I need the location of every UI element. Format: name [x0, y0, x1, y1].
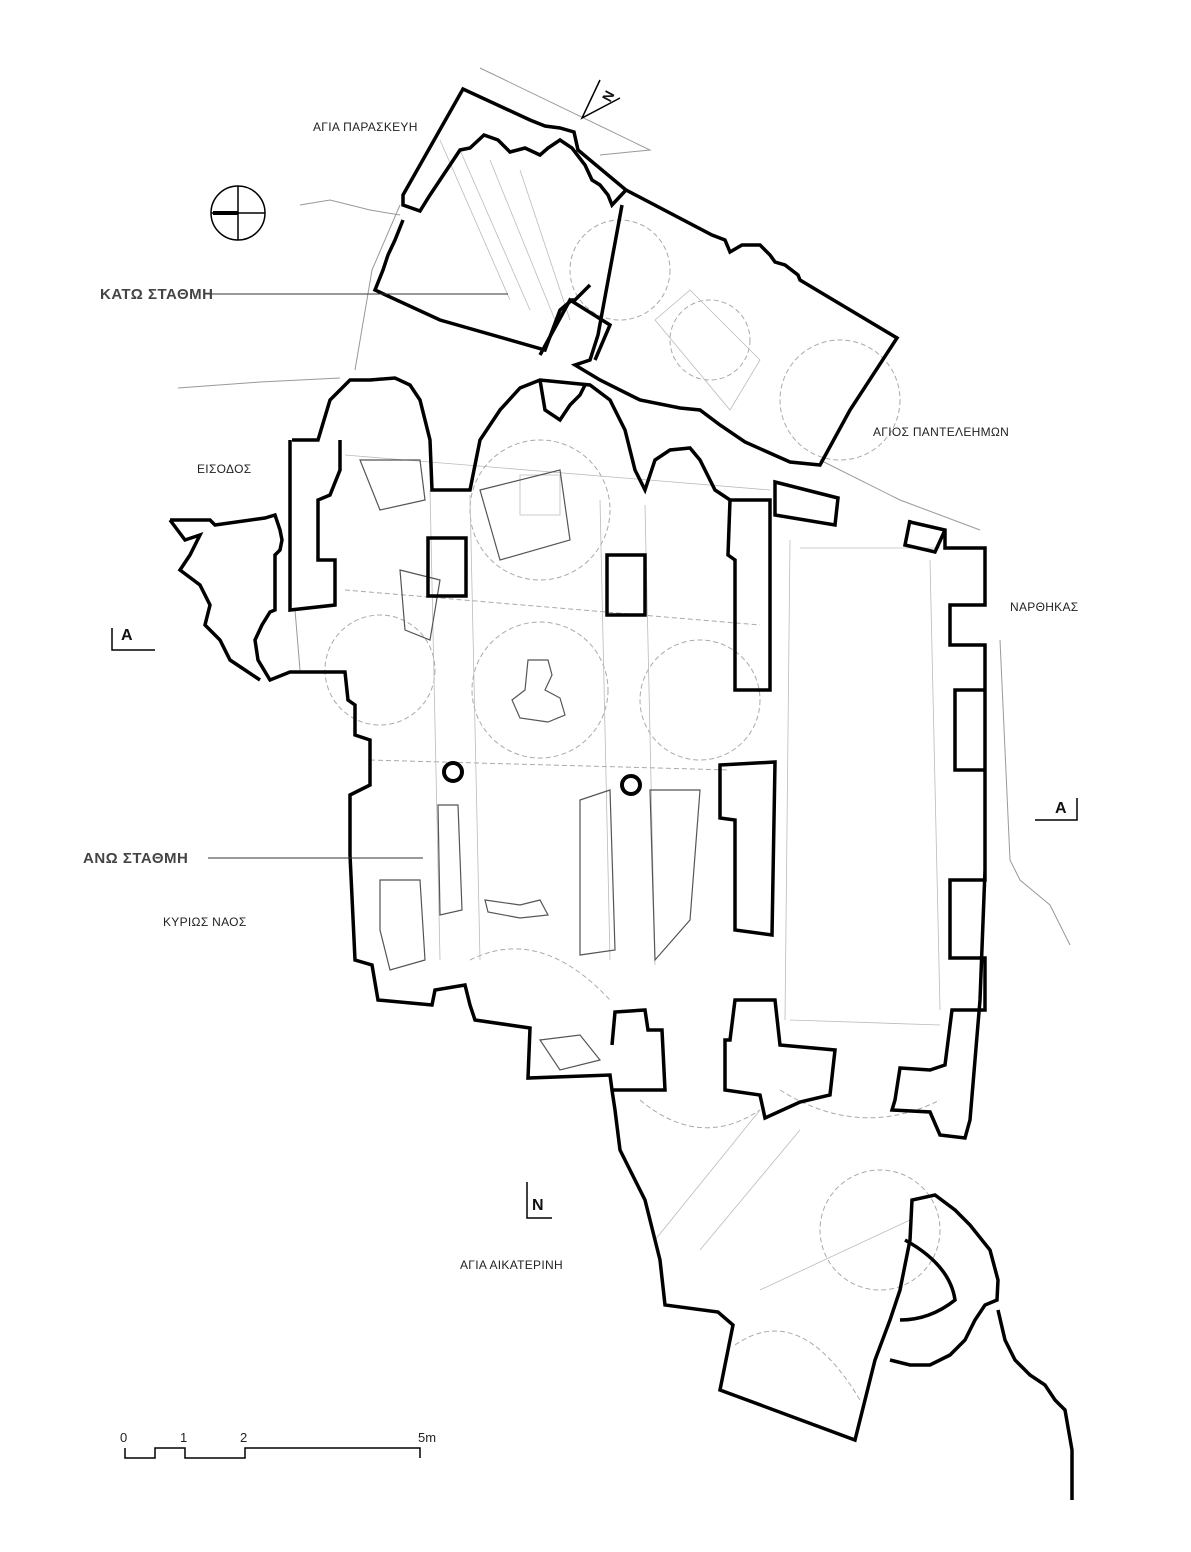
- scale-tick-5m: 5m: [418, 1430, 437, 1445]
- scale-bar: [124, 1447, 421, 1459]
- rubble-outlines: [359, 459, 701, 1071]
- terrain-lines: [177, 67, 1071, 946]
- section-label-left: A: [121, 627, 133, 644]
- north-marker-lower: [526, 1182, 552, 1219]
- scale-tick-2: 2: [240, 1430, 248, 1445]
- interior-lines: [324, 219, 941, 1401]
- label-ano-stathmi: ΑΝΩ ΣΤΑΘΜΗ: [83, 850, 189, 867]
- label-agia-aikaterini: ΑΓΙΑ ΑΙΚΑΤΕΡΙΝΗ: [460, 1258, 563, 1272]
- label-agios-panteleimon: ΑΓΙΟΣ ΠΑΝΤΕΛΕΗΜΩΝ: [873, 425, 1010, 439]
- agia-aikaterini-walls: [610, 1089, 1000, 1443]
- scale-tick-0: 0: [120, 1430, 128, 1445]
- label-narthikas: ΝΑΡΘΗΚΑΣ: [1010, 600, 1079, 614]
- scale-tick-1: 1: [180, 1430, 188, 1445]
- column-1: [442, 761, 464, 783]
- label-kyrios-naos: ΚΥΡΙΩΣ ΝΑΟΣ: [163, 915, 247, 929]
- section-marker-right: [1035, 798, 1078, 821]
- agia-paraskevi-walls: [401, 86, 629, 214]
- pier-east: [718, 760, 777, 937]
- main-church-outline: [170, 512, 667, 1092]
- narthex-walls: [773, 479, 840, 528]
- grid-lines: [344, 139, 941, 1291]
- leader-lines: [208, 293, 508, 859]
- compass-icon: [210, 185, 266, 241]
- main-church-north: [292, 376, 772, 692]
- north-label-lower: N: [532, 1197, 544, 1214]
- column-2: [620, 774, 642, 796]
- label-eisodos: ΕΙΣΟΔΟΣ: [197, 462, 252, 476]
- section-marker-left: [111, 628, 155, 651]
- pier-2: [605, 553, 647, 617]
- label-kato-stathmi: ΚΑΤΩ ΣΤΑΘΜΗ: [100, 286, 214, 303]
- heavy-walls: [168, 86, 1074, 1500]
- north-marker-upper: [580, 79, 621, 120]
- agios-panteleimon-walls: [570, 188, 900, 467]
- label-agia-paraskevi: ΑΓΙΑ ΠΑΡΑΣΚΕΥΗ: [313, 120, 418, 134]
- pier-1: [426, 536, 468, 598]
- columns: [442, 761, 642, 796]
- section-label-right: A: [1055, 800, 1067, 817]
